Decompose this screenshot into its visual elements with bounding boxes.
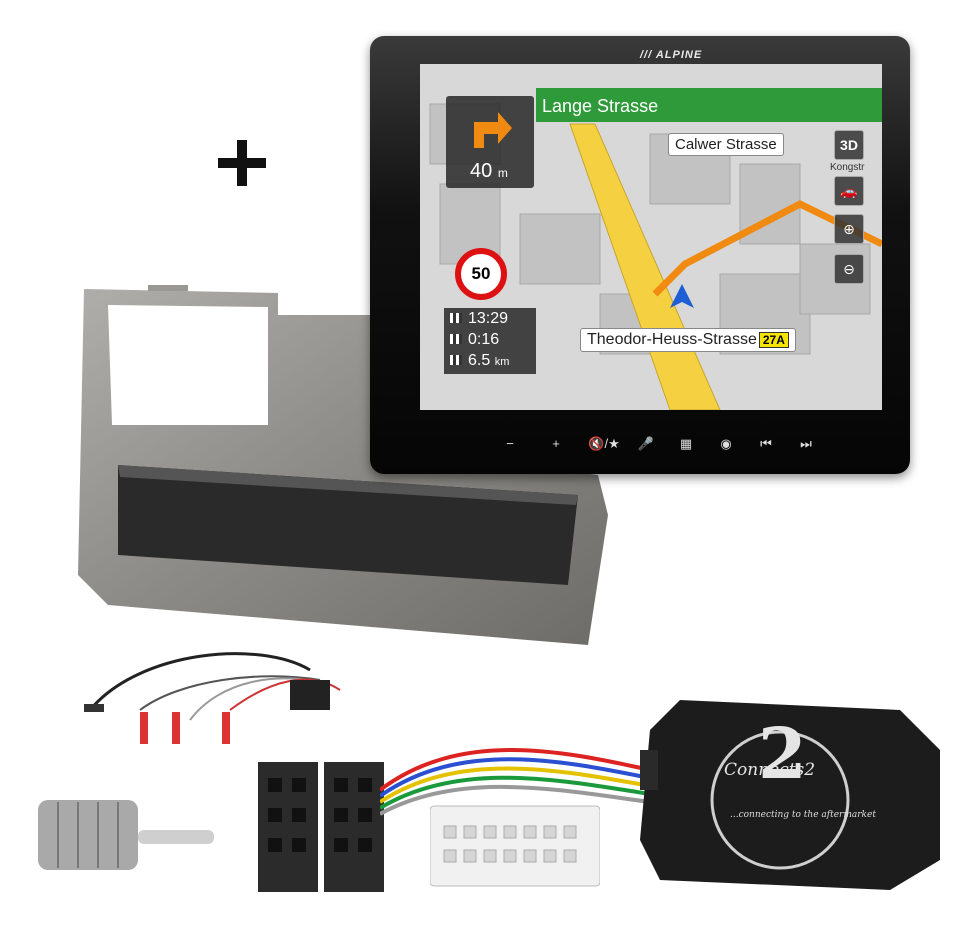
control-bar: − + 🔇/★ 🎤 ▦ ◉ ⏮ ⏭: [468, 430, 848, 458]
car-icon[interactable]: 🚗: [834, 176, 864, 206]
next-track-icon[interactable]: ⏭: [800, 436, 812, 451]
wire-bundle: [380, 748, 650, 816]
interface-brand: Connects2: [724, 760, 816, 780]
turn-indicator: [446, 96, 534, 188]
trip-info-panel: 13:29 0:16 6.5 km: [444, 308, 536, 374]
vehicle-connector: [430, 805, 600, 887]
iso-connector: [258, 762, 384, 892]
road-badge: 27A: [758, 332, 789, 348]
arrival-time: 13:29: [444, 308, 536, 329]
plus-icon: [218, 140, 266, 186]
turn-right-icon: [474, 112, 512, 148]
remaining-distance: 6.5 km: [444, 350, 536, 371]
menu-grid-icon[interactable]: ▦: [679, 436, 693, 451]
remaining-time: 0:16: [444, 329, 536, 350]
steering-interface-box: [640, 700, 940, 890]
aerial-adapter: [38, 800, 214, 870]
interface-tagline: ...connecting to the aftermarket: [730, 810, 876, 820]
side-street-text: Kongstr: [830, 162, 865, 173]
street-label-calwer: Calwer Strasse: [668, 133, 784, 156]
turn-distance: 40 m: [470, 160, 508, 182]
next-street-name: Lange Strasse: [542, 96, 659, 116]
speed-limit-sign: 50: [455, 248, 507, 300]
previous-track-icon[interactable]: ⏮: [760, 436, 772, 451]
steering-lead-cable: [84, 652, 341, 744]
fascia-panel: [78, 285, 608, 645]
view-mode-button[interactable]: 3D: [834, 130, 864, 160]
mic-icon[interactable]: 🎤: [637, 436, 655, 451]
zoom-in-icon[interactable]: ⊕: [834, 214, 864, 244]
brand-logo: /// ALPINE: [640, 49, 703, 61]
interface-logo-number: 2: [758, 712, 807, 795]
zoom-out-icon[interactable]: ⊖: [834, 254, 864, 284]
mute-favorite-button[interactable]: 🔇/★: [588, 436, 620, 451]
volume-down-button[interactable]: −: [506, 436, 514, 451]
street-banner: [536, 88, 882, 122]
volume-up-button[interactable]: +: [552, 436, 560, 451]
nav-icon[interactable]: ◉: [720, 436, 732, 451]
